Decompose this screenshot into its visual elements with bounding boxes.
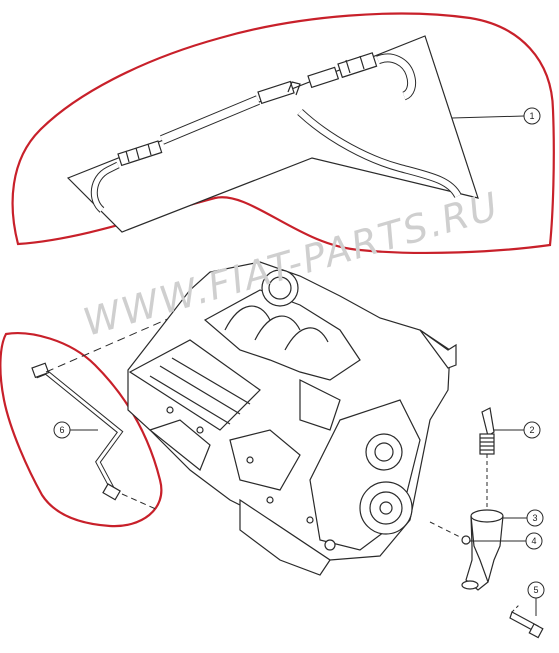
callout-2: 2 <box>523 421 541 439</box>
oil-fill-tube <box>461 509 504 591</box>
callout-4: 4 <box>525 532 543 550</box>
callout-3-label: 3 <box>532 513 537 523</box>
breather-tube <box>31 317 171 511</box>
engine-block <box>127 261 457 576</box>
bolt <box>509 603 544 639</box>
callout-6: 6 <box>53 421 71 439</box>
callout-1-label: 1 <box>529 111 534 121</box>
callout-4-label: 4 <box>531 536 536 546</box>
callout-2-label: 2 <box>529 425 534 435</box>
pcv-valve <box>479 407 495 508</box>
callout-6-label: 6 <box>59 425 64 435</box>
callout-5: 5 <box>527 581 545 599</box>
callout-1: 1 <box>523 107 541 125</box>
highlight-outline-breather <box>0 332 163 528</box>
hose-panel-frame <box>66 35 479 233</box>
clip <box>429 521 471 545</box>
callout-3: 3 <box>526 509 544 527</box>
leader-lines <box>70 115 537 616</box>
highlight-outline-hoses <box>11 12 555 255</box>
callout-5-label: 5 <box>533 585 538 595</box>
pcv-hose-assembly <box>66 35 479 233</box>
